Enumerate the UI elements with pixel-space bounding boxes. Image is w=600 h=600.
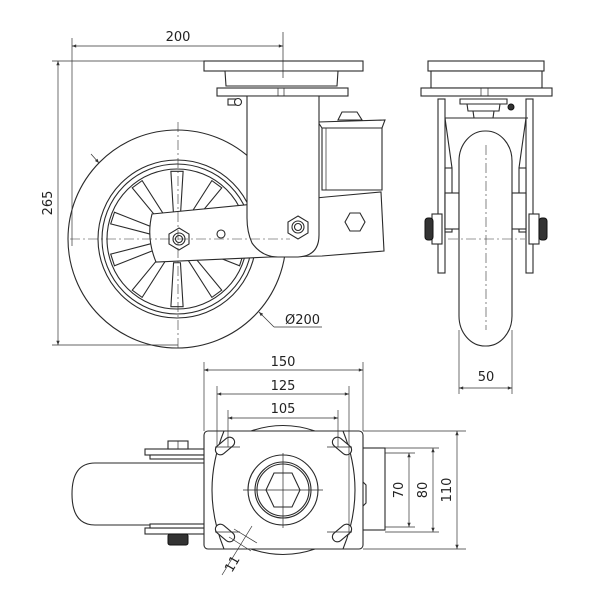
dim-wheel-width: 50 — [478, 370, 495, 385]
nut-bottom-icon — [167, 533, 189, 546]
wheel-spoke — [170, 170, 184, 216]
front-view: 50 — [420, 60, 553, 394]
dim-bolt-width-outer: 80 — [416, 482, 431, 499]
dim-overall-height: 265 — [41, 191, 56, 216]
pivot-nut-icon — [287, 215, 309, 240]
grease-nipple-front-icon — [507, 103, 515, 111]
dim-wheel-diameter: Ø200 — [285, 313, 320, 328]
swivel-base — [216, 87, 349, 97]
spring-nut-front — [466, 103, 501, 112]
bolt-slot-icon — [331, 523, 353, 543]
dim-offset-width: 200 — [166, 30, 191, 45]
pin-icon — [216, 229, 226, 239]
wheel-front — [458, 130, 513, 347]
spring-nut — [337, 111, 363, 121]
side-view: 200 265 Ø200 — [41, 30, 386, 350]
dim-bolt-spacing-outer: 125 — [271, 379, 296, 394]
spring-housing — [321, 127, 383, 191]
bolt-slot-icon — [331, 436, 353, 456]
axle-bolt-right-icon — [528, 213, 548, 245]
dim-bolt-spacing-inner: 105 — [271, 402, 296, 417]
fork-leg-right — [525, 98, 534, 274]
dim-slot-width: 11 — [222, 553, 243, 575]
dim-bolt-width-inner: 70 — [392, 482, 407, 499]
wheel-top — [71, 462, 206, 526]
axle-bolt-left-icon — [424, 213, 443, 245]
swivel-race — [224, 70, 339, 87]
fork-leg-left — [437, 98, 446, 274]
dim-plate-length: 150 — [271, 355, 296, 370]
top-view: 150 125 105 110 80 70 11 — [71, 355, 466, 576]
fork-leg — [246, 95, 320, 258]
bolt-slot-icon — [214, 436, 236, 456]
dim-line-11 — [221, 525, 253, 576]
grease-nipple-icon — [227, 97, 243, 107]
hex-bolt-icon — [344, 212, 366, 232]
top-plate — [203, 60, 364, 72]
dim-plate-width: 110 — [440, 478, 455, 503]
wheel-spoke — [170, 262, 184, 308]
